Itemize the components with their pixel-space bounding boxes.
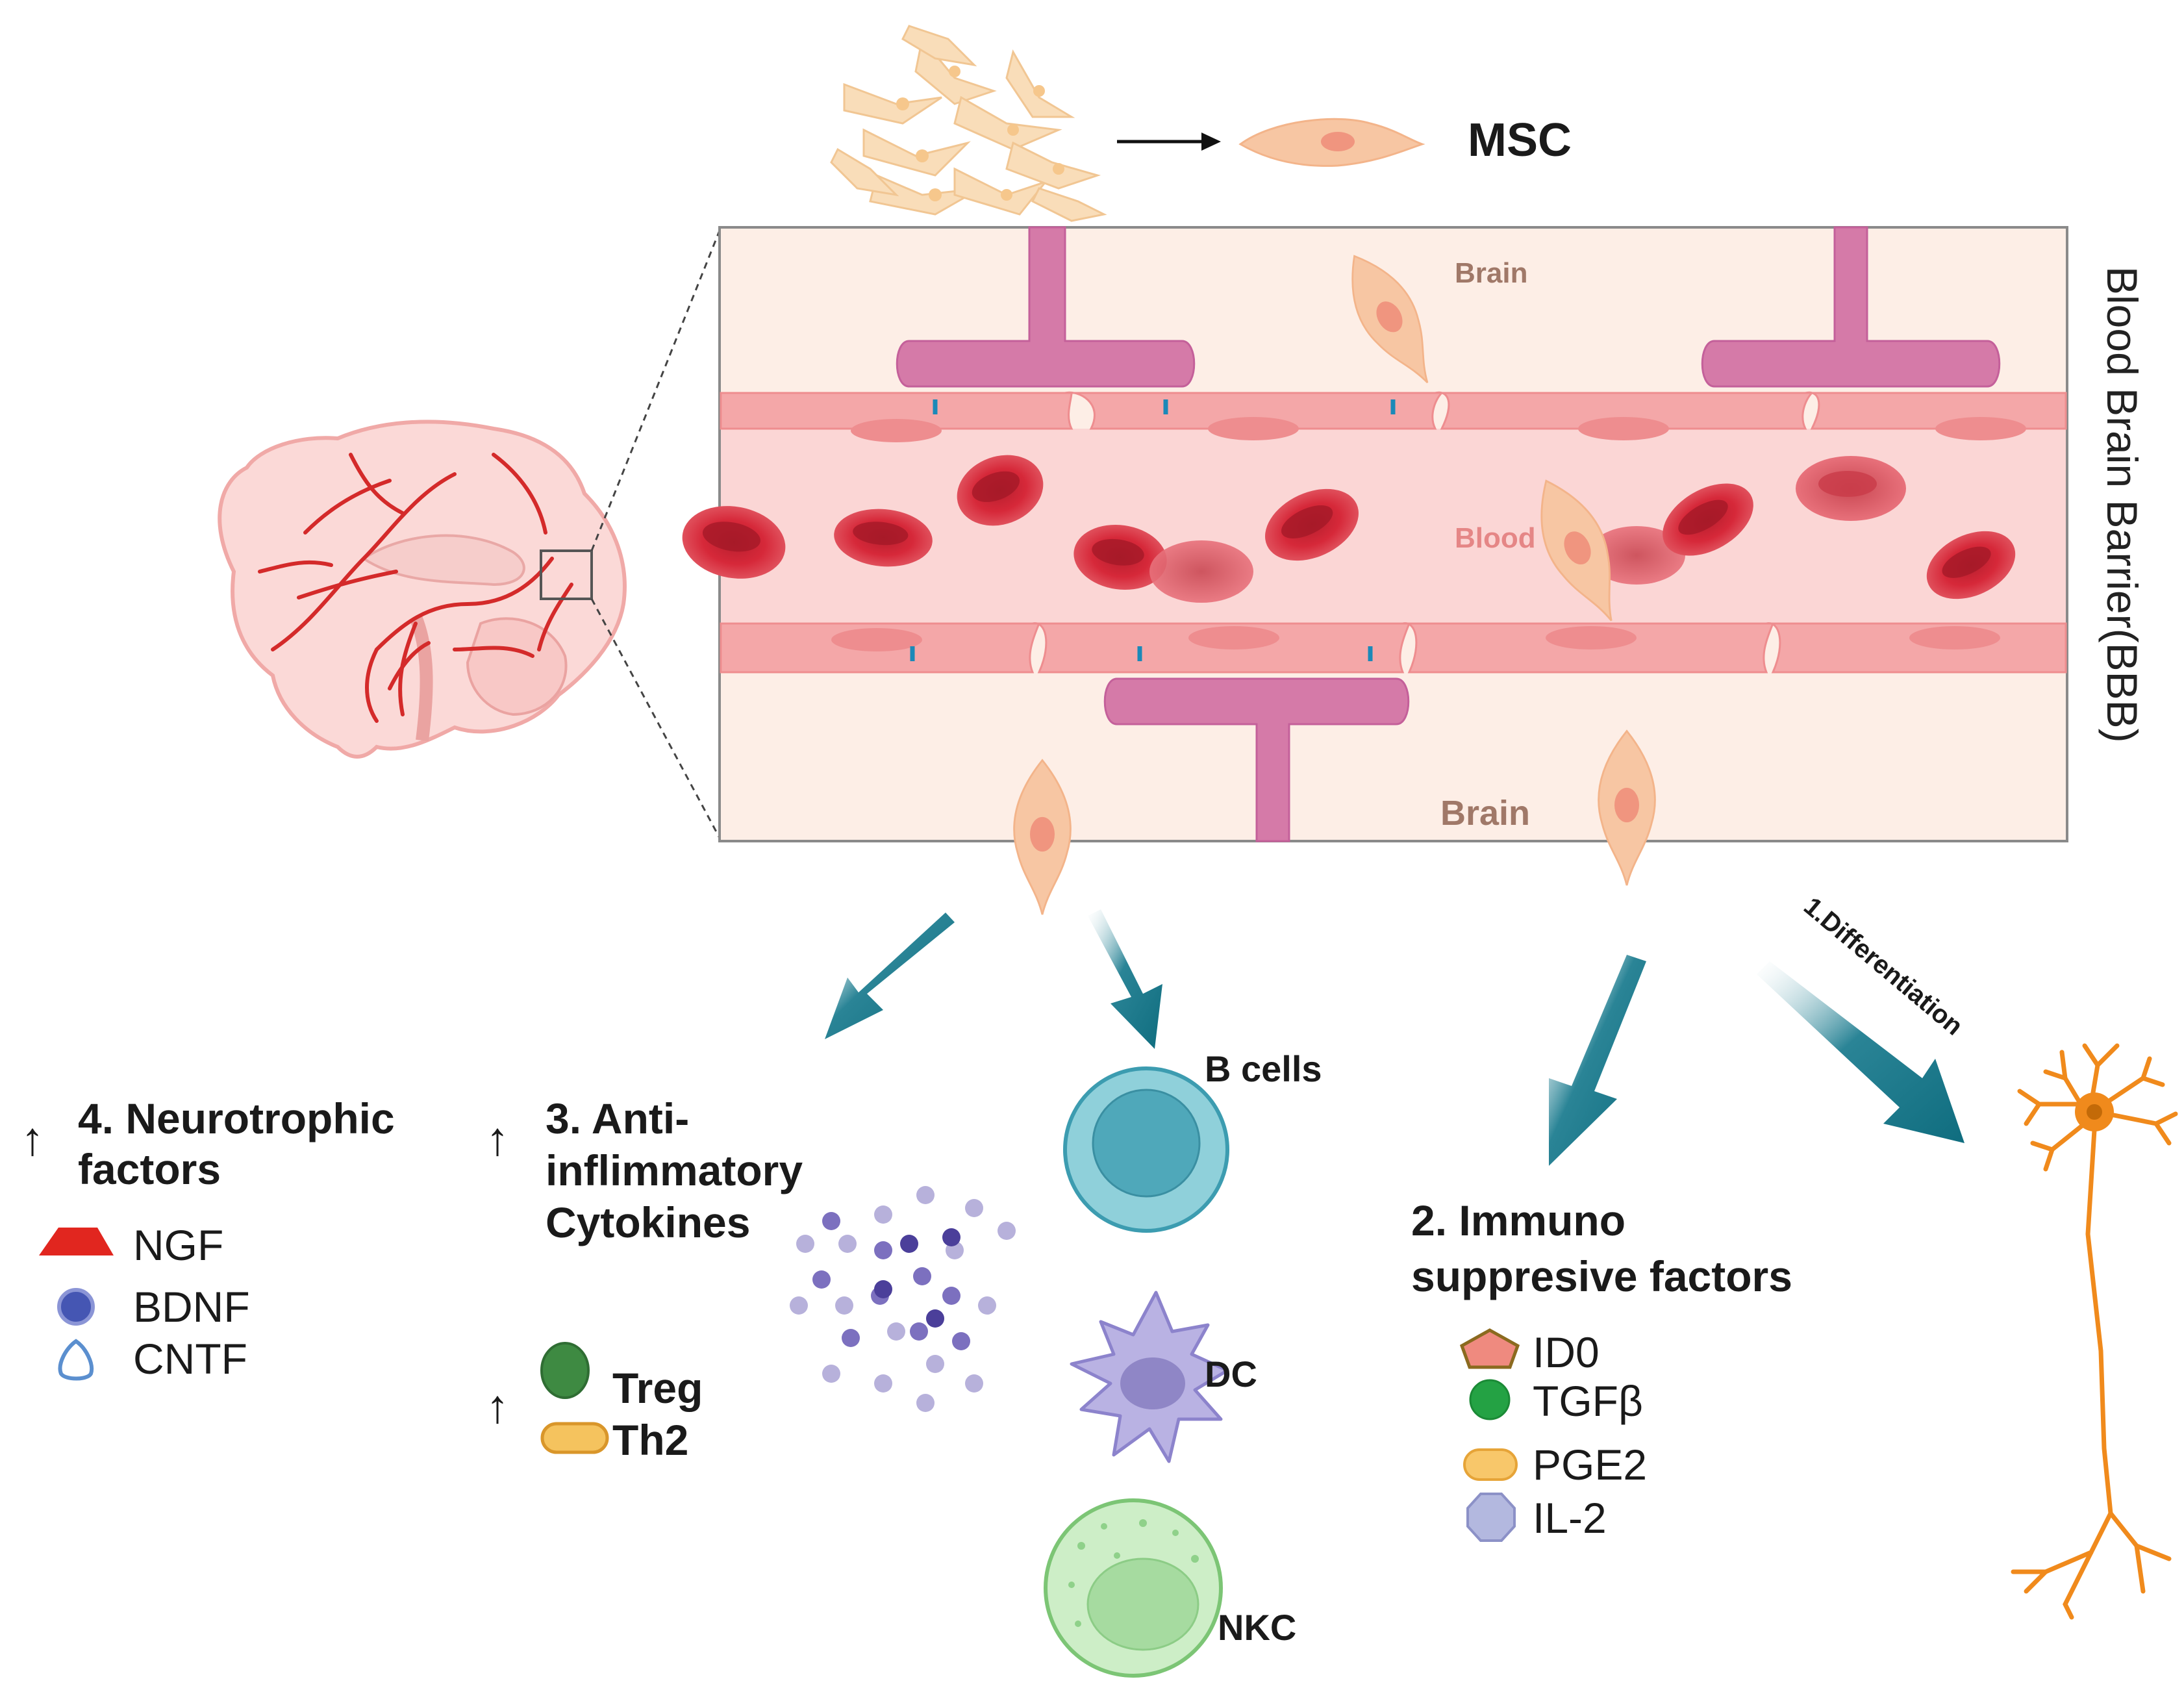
- brain-top-label: Brain: [1455, 257, 1527, 289]
- ngf-icon: [39, 1228, 114, 1255]
- neuron: [2011, 1043, 2178, 1620]
- treg-label: Treg: [612, 1364, 703, 1412]
- nk-cell: [1044, 1498, 1223, 1678]
- anti-inflammatory-title-line2: inflimmatory: [546, 1146, 803, 1194]
- bbb-title: Blood Brain Barrier(BBB): [2098, 266, 2146, 743]
- cytokine-dots: [790, 1186, 1016, 1412]
- nkc-label: NKC: [1218, 1607, 1296, 1648]
- bbb-panel: [676, 226, 2068, 916]
- brain-illustration: [218, 420, 627, 759]
- arrow-to-immune-cells: [1088, 909, 1162, 1049]
- cntf-icon: [58, 1339, 94, 1381]
- neuron-nucleus: [2087, 1104, 2102, 1120]
- pge2-icon: [1463, 1448, 1518, 1481]
- ngf-label: NGF: [133, 1221, 223, 1269]
- bdnf-label: BDNF: [133, 1283, 250, 1331]
- cntf-label: CNTF: [133, 1335, 247, 1383]
- b-cells-label: B cells: [1205, 1048, 1322, 1089]
- neurotrophic-title-line1: 4. Neurotrophic: [78, 1094, 395, 1142]
- immunosuppressive-title-line1: 2. Immuno: [1411, 1196, 1625, 1244]
- brain-bottom-label: Brain: [1440, 794, 1530, 833]
- il2-label: IL-2: [1533, 1494, 1607, 1542]
- immunosuppressive-title-line2: suppresive factors: [1411, 1252, 1792, 1300]
- anti-inflammatory-title-line1: 3. Anti-: [546, 1094, 689, 1142]
- culture-to-msc-arrow: [1117, 132, 1221, 151]
- arrow-to-cytokines: [825, 913, 955, 1039]
- anti-inflammatory-title-line3: Cytokines: [546, 1198, 750, 1246]
- msc-label: MSC: [1468, 114, 1572, 166]
- neurotrophic-up-arrow: ↑: [21, 1113, 44, 1165]
- neurotrophic-title-line2: factors: [78, 1145, 221, 1193]
- b-cell: [1063, 1066, 1229, 1233]
- t-cells-up-arrow: ↑: [486, 1381, 509, 1433]
- th2-icon: [540, 1422, 609, 1454]
- dendritic-cell: [1070, 1291, 1229, 1463]
- arrow-to-neuron: [1757, 961, 1964, 1143]
- treg-icon: [540, 1342, 590, 1399]
- zoom-lines: [590, 230, 721, 839]
- il2-icon: [1466, 1493, 1516, 1542]
- msc-culture-cluster: [830, 25, 1107, 222]
- ido-icon: [1459, 1328, 1520, 1369]
- ido-label: ID0: [1533, 1328, 1600, 1376]
- blood-label: Blood: [1455, 522, 1536, 554]
- zoom-box: [540, 549, 593, 600]
- dc-label: DC: [1205, 1354, 1257, 1394]
- bdnf-icon: [57, 1288, 95, 1326]
- arrow-to-immunosuppressive: [1549, 955, 1646, 1166]
- anti-inflammatory-up-arrow: ↑: [486, 1113, 509, 1165]
- tgfb-label: TGFβ: [1533, 1377, 1643, 1425]
- pge2-label: PGE2: [1533, 1441, 1647, 1489]
- tgfb-icon: [1469, 1379, 1511, 1420]
- msc-single-cell: [1238, 118, 1425, 167]
- th2-label: Th2: [612, 1416, 688, 1464]
